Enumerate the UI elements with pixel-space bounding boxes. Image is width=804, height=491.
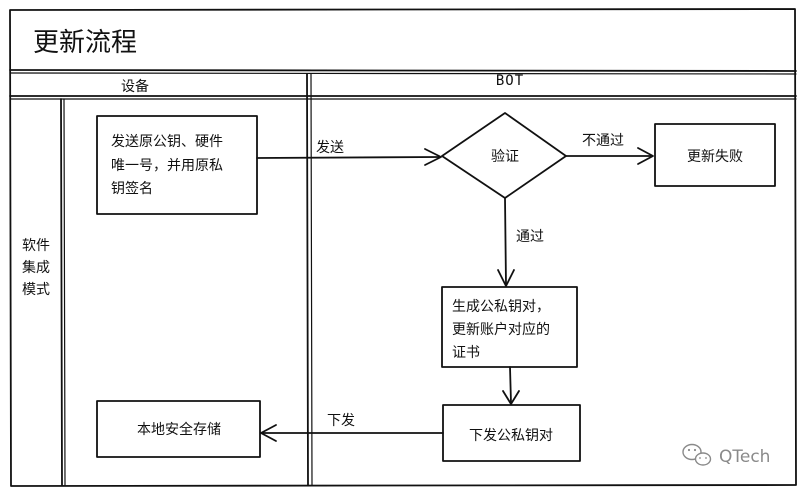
row-label-separator xyxy=(60,98,63,486)
node-sign-line-2: 唯一号，并用原私 xyxy=(111,158,223,174)
node-sign-box xyxy=(96,115,258,215)
edge-send-arrowhead xyxy=(424,148,442,166)
title-divider xyxy=(9,69,797,72)
wechat-icon xyxy=(682,443,712,466)
watermark-text: QTech xyxy=(719,447,770,467)
edge-generate-to-issue-arrowhead xyxy=(502,390,520,405)
edge-not-pass-arrowhead xyxy=(637,147,654,165)
row-label-separator-shadow xyxy=(63,98,66,486)
node-fail-label: 更新失败 xyxy=(687,149,743,165)
lane-separator-shadow xyxy=(310,73,313,486)
edge-pass-label: 通过 xyxy=(516,229,544,245)
node-generate-line-1: 生成公私钥对， xyxy=(452,299,550,315)
edge-issue-label: 下发 xyxy=(327,413,355,429)
lane-bot-header: BOT xyxy=(496,73,524,89)
node-store-box xyxy=(96,400,261,458)
node-issue-label: 下发公私钥对 xyxy=(469,428,553,444)
edge-generate-to-issue-line xyxy=(509,366,512,404)
row-label-line-3: 模式 xyxy=(22,282,50,298)
node-verify-label: 验证 xyxy=(491,149,519,165)
node-store-label: 本地安全存储 xyxy=(137,421,221,438)
lane-device-header: 设备 xyxy=(121,78,149,95)
row-label-line-1: 软件 xyxy=(22,238,50,254)
node-generate-line-2: 更新账户对应的 xyxy=(452,321,550,338)
page-title: 更新流程 xyxy=(33,28,137,58)
edge-not-pass-label: 不通过 xyxy=(582,133,624,149)
outer-frame xyxy=(9,8,797,487)
node-generate-line-3: 证书 xyxy=(452,345,480,361)
title-divider-shadow xyxy=(9,72,797,75)
edge-send-line xyxy=(256,156,441,159)
row-label-line-2: 集成 xyxy=(22,259,50,276)
node-sign-line-3: 钥签名 xyxy=(111,180,153,197)
node-sign-line-1: 发送原公钥、硬件 xyxy=(111,134,223,150)
node-fail-box xyxy=(654,123,776,187)
edge-issue-arrowhead xyxy=(260,424,277,442)
edge-pass-line xyxy=(504,197,507,286)
edge-send-label: 发送 xyxy=(316,140,344,156)
lane-separator xyxy=(306,73,309,486)
edge-pass-arrowhead xyxy=(497,269,515,287)
